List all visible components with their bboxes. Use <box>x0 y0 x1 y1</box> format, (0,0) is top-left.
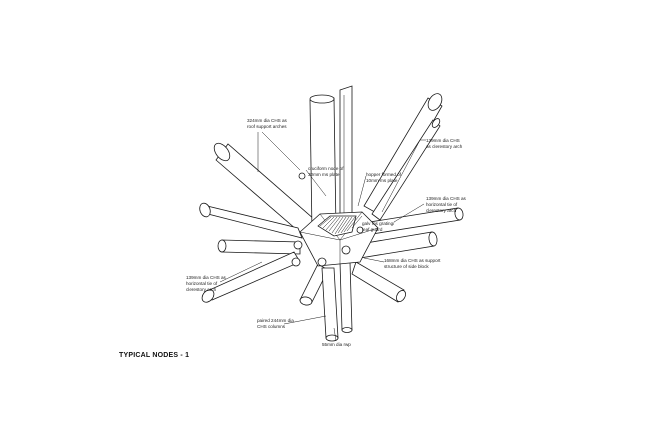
label-htie-left-3: clerestory arch <box>186 287 217 292</box>
label-htie-right-3: clerestory arch <box>426 208 457 213</box>
label-paired-columns-2: CHS columns <box>257 324 286 329</box>
label-hopper-1: hopper formed of <box>366 172 402 177</box>
label-side-block-2: structure of side block <box>384 264 429 269</box>
label-htie-right-2: horizontal tie of <box>426 202 458 207</box>
label-cruciform-1: cruciform node of <box>308 166 344 171</box>
label-clerestory-arch-1: 139mm dia CHS <box>426 138 460 143</box>
label-grating-1: galv ms grating/ <box>362 221 395 226</box>
leader-lines <box>219 131 426 342</box>
label-side-block-1: 168mm dia CHS as support <box>384 258 441 263</box>
paired-column-right <box>321 267 339 342</box>
label-rwp: 55mm dia rwp <box>322 342 351 347</box>
vertical-tube-back <box>309 94 337 233</box>
rwp-pipe <box>339 261 353 333</box>
label-htie-right-1: 139mm dia CHS as <box>426 196 467 201</box>
label-clerestory-arch-2: as clerestory arch <box>426 144 463 149</box>
side-block-tube-right-lower <box>351 261 406 303</box>
horizontal-tube-left-middle <box>217 239 301 255</box>
vertical-plate-fin <box>339 85 353 229</box>
label-grating-2: leaf guard <box>362 227 383 232</box>
horizontal-tie-tube-left-upper <box>199 202 303 239</box>
bolted-joint-plates <box>291 172 364 267</box>
roof-arch-tube-left <box>213 142 316 237</box>
label-cruciform-2: 30mm ms plate <box>308 172 340 177</box>
drawing-title: TYPICAL NODES - 1 <box>119 352 189 359</box>
label-roof-arches-1: 324mm dia CHS as <box>247 118 288 123</box>
grating-leaf-guard <box>317 215 357 237</box>
paired-column-left <box>299 263 329 306</box>
label-roof-arches-2: roof support arches <box>247 124 287 129</box>
label-hopper-2: 10mm ms plate <box>366 178 398 183</box>
label-htie-left-1: 139mm dia CHS as <box>186 275 227 280</box>
label-paired-columns-1: paired 244mm dia <box>257 318 294 323</box>
clerestory-arch-tube <box>371 118 441 221</box>
label-htie-left-2: horizontal tie of <box>186 281 218 286</box>
